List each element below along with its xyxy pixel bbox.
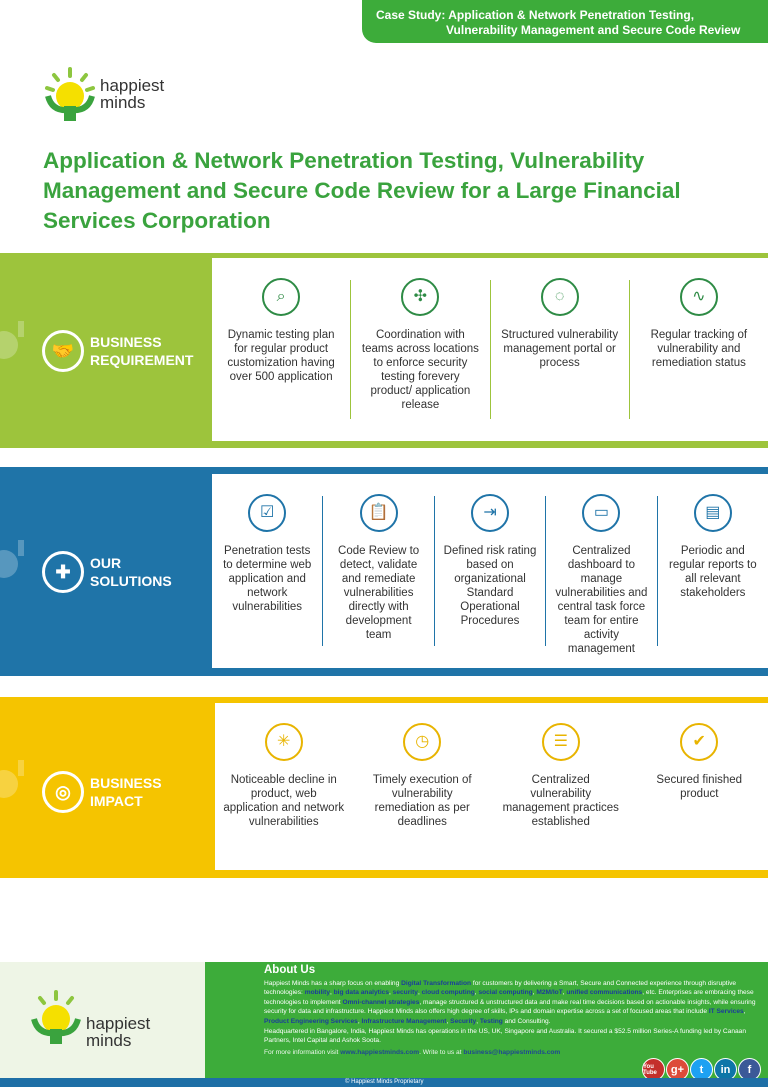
item-text: Timely execution of vulnerability remedi… bbox=[372, 774, 472, 828]
portal-cycle-icon: ◌ bbox=[540, 278, 579, 316]
dashboard-icon: ▭ bbox=[582, 494, 621, 532]
item-card: ⇥ Defined risk rating based on organizati… bbox=[435, 474, 545, 668]
report-icon: ▤ bbox=[693, 494, 732, 532]
column-divider bbox=[629, 725, 631, 848]
item-card: ✣ Coordination with teams across location… bbox=[351, 258, 489, 441]
link-uc[interactable]: unified communications bbox=[566, 989, 643, 997]
item-text: Structured vulnerability management port… bbox=[501, 329, 619, 369]
copyright: © Happiest Minds Proprietary bbox=[0, 1078, 768, 1087]
target-icon: ◎ bbox=[42, 771, 84, 813]
item-card: ✔ Secured finished product bbox=[631, 703, 768, 870]
link-big-data[interactable]: big data analytics bbox=[333, 989, 389, 997]
column-divider bbox=[628, 280, 630, 419]
list-icon: ☰ bbox=[541, 723, 580, 761]
clock-icon: ◷ bbox=[403, 723, 442, 761]
item-text: Coordination with teams across locations… bbox=[361, 329, 479, 411]
about-us: About Us Happiest Minds has a sharp focu… bbox=[264, 964, 756, 1056]
item-text: Code Review to detect, validate and reme… bbox=[338, 545, 420, 641]
column-divider bbox=[545, 496, 547, 646]
link-security[interactable]: security bbox=[392, 989, 418, 997]
link-social[interactable]: social computing bbox=[478, 989, 533, 997]
item-card: ✳ Noticeable decline in product, web appl… bbox=[215, 703, 353, 870]
folder-check-icon: ✔ bbox=[680, 723, 719, 761]
item-card: ☑ Penetration tests to determine web appl… bbox=[212, 474, 322, 668]
search-analytics-icon: ⌕ bbox=[262, 278, 301, 316]
link-mobility[interactable]: mobility bbox=[304, 989, 330, 997]
item-text: Secured finished product bbox=[656, 774, 743, 800]
link-m2m[interactable]: M2M/IoT bbox=[536, 989, 563, 997]
arrows-network-icon: ✣ bbox=[401, 278, 440, 316]
column-divider bbox=[489, 280, 491, 419]
checklist-icon: ☑ bbox=[248, 494, 287, 532]
item-card: ▤ Periodic and regular reports to all rel… bbox=[658, 474, 768, 668]
item-card: ▭ Centralized dashboard to manage vulnera… bbox=[546, 474, 656, 668]
link-im[interactable]: Infrastructure Management bbox=[361, 1017, 447, 1025]
email-link[interactable]: business@happiestminds.com bbox=[463, 1048, 561, 1056]
link-digital-transformation[interactable]: Digital Transformation bbox=[401, 979, 472, 987]
handshake-icon: 🤝 bbox=[42, 330, 84, 372]
link-testing[interactable]: Testing bbox=[479, 1017, 503, 1025]
column-divider bbox=[350, 280, 352, 419]
decline-icon: ✳ bbox=[264, 723, 303, 761]
item-text: Periodic and regular reports to all rele… bbox=[669, 545, 757, 599]
logo-watermark-icon bbox=[0, 321, 24, 359]
link-cloud[interactable]: cloud computing bbox=[421, 989, 475, 997]
logo-watermark-icon bbox=[0, 540, 24, 578]
logo-mark-icon bbox=[45, 67, 95, 121]
item-text: Centralized vulnerability management pra… bbox=[502, 774, 619, 828]
item-text: Regular tracking of vulnerability and re… bbox=[650, 329, 748, 369]
item-text: Penetration tests to determine web appli… bbox=[223, 545, 312, 613]
column-divider bbox=[433, 496, 435, 646]
item-card: ∿ Regular tracking of vulnerability and r… bbox=[630, 258, 768, 441]
page-title: Application & Network Penetration Testin… bbox=[43, 148, 681, 233]
column-divider bbox=[491, 725, 492, 848]
website-link[interactable]: www.happiestminds.com bbox=[340, 1048, 420, 1056]
logo-watermark-icon bbox=[0, 760, 24, 798]
rating-flow-icon: ⇥ bbox=[471, 494, 510, 532]
item-card: ◷ Timely execution of vulnerability remed… bbox=[354, 703, 492, 870]
logo-mark-icon bbox=[31, 990, 81, 1044]
link-omni[interactable]: Omni-channel strategies bbox=[342, 998, 420, 1006]
item-text: Dynamic testing plan for regular product… bbox=[227, 329, 335, 383]
item-text: Noticeable decline in product, web appli… bbox=[223, 774, 345, 828]
column-divider bbox=[322, 496, 324, 646]
google-plus-icon[interactable]: g+ bbox=[666, 1058, 689, 1081]
puzzle-icon: ✚ bbox=[42, 551, 84, 593]
item-text: Defined risk rating based on organizatio… bbox=[443, 545, 537, 627]
tracking-chart-icon: ∿ bbox=[679, 278, 718, 316]
case-study-header: Case Study: Application & Network Penetr… bbox=[362, 0, 768, 43]
item-card: ◌ Structured vulnerability management por… bbox=[491, 258, 629, 441]
link-it-services[interactable]: IT Services bbox=[708, 1008, 744, 1016]
column-divider bbox=[656, 496, 658, 646]
column-divider bbox=[352, 725, 354, 848]
item-card: 📋 Code Review to detect, validate and rem… bbox=[323, 474, 433, 668]
item-card: ⌕ Dynamic testing plan for regular produc… bbox=[212, 258, 350, 441]
item-card: ☰ Centralized vulnerability management pr… bbox=[492, 703, 630, 870]
clipboard-icon: 📋 bbox=[359, 494, 398, 532]
link-security-2[interactable]: Security bbox=[450, 1017, 477, 1025]
link-pes[interactable]: Product Engineering Services bbox=[264, 1017, 358, 1025]
item-text: Centralized dashboard to manage vulnerab… bbox=[555, 545, 648, 655]
